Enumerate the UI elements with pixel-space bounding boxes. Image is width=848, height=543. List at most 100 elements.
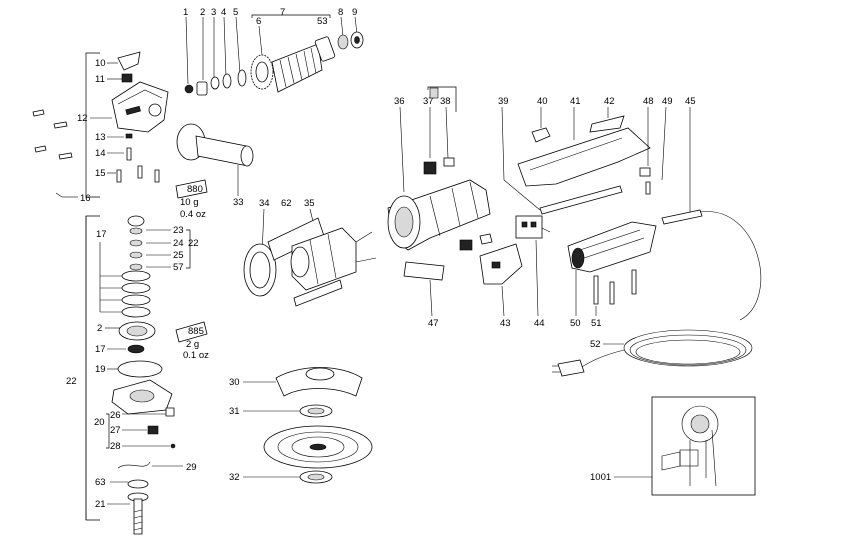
callout-63: 63 — [95, 477, 106, 488]
callout-40: 40 — [537, 96, 548, 107]
detail-1001-group: 1001 — [590, 396, 756, 496]
screw-15c — [154, 169, 160, 183]
armature-group: 1 2 3 4 5 6 7 53 8 9 — [183, 7, 364, 96]
rear-cap-group: 45 50 51 52 — [552, 96, 762, 377]
callout-24: 24 — [173, 238, 184, 249]
screw-a — [32, 109, 45, 117]
callout-28: 28 — [110, 441, 121, 452]
callout-17b: 17 — [95, 344, 106, 355]
callout-19: 19 — [95, 364, 106, 375]
guard-group: 30 31 32 — [229, 367, 373, 484]
nut-1 — [184, 84, 194, 94]
washer-57 — [129, 263, 143, 271]
callout-47: 47 — [428, 318, 439, 329]
power-cable — [699, 211, 762, 321]
washer-3 — [210, 76, 220, 90]
callout-8: 8 — [338, 7, 343, 18]
armature-7 — [271, 43, 323, 93]
callout-45: 45 — [685, 96, 696, 107]
spindle-21 — [133, 498, 143, 535]
washer-25 — [129, 251, 143, 259]
flange-stack-group: 17 23 24 22 25 57 2 885 2 g 0.1 oz 1 — [66, 215, 209, 535]
stator-group: 34 62 35 — [243, 198, 377, 307]
commutator-53 — [314, 36, 336, 62]
washer-24 — [129, 239, 143, 247]
stator-35 — [291, 227, 357, 291]
callout-15: 15 — [95, 168, 106, 179]
screw-c — [34, 145, 47, 153]
callout-22a: 22 — [188, 238, 199, 249]
callout-25: 25 — [173, 250, 184, 261]
callout-42: 42 — [604, 96, 615, 107]
screw-d — [58, 152, 73, 160]
rear-cover-50 — [567, 221, 657, 273]
callout-4: 4 — [221, 7, 226, 18]
screw-15a — [116, 169, 122, 183]
electronics-48 — [479, 243, 523, 285]
connector-b — [479, 233, 493, 245]
disc-d — [121, 306, 151, 318]
switch-rod-39 — [539, 185, 623, 215]
screw-b — [53, 121, 68, 129]
label-42 — [589, 115, 625, 133]
callout-12: 12 — [77, 113, 88, 124]
disc-b — [121, 282, 151, 294]
nut-top — [127, 215, 145, 227]
callout-52: 52 — [590, 339, 601, 350]
callout-1: 1 — [183, 7, 188, 18]
screw-15b — [137, 165, 143, 179]
callout-9: 9 — [352, 7, 357, 18]
callout-7: 7 — [280, 7, 285, 18]
callout-33: 33 — [233, 197, 244, 208]
callout-34: 34 — [259, 198, 270, 209]
washer-63 — [127, 479, 149, 489]
grease-tube-880 — [175, 179, 208, 199]
part-26 — [165, 407, 175, 417]
oring-19 — [117, 360, 163, 378]
callout-3: 3 — [211, 7, 216, 18]
lock-button-40 — [531, 127, 551, 143]
callout-31: 31 — [229, 406, 240, 417]
clip-43 — [639, 167, 651, 177]
tube-label-880: 880 — [187, 184, 203, 195]
callout-49: 44 — [534, 318, 545, 329]
callout-44: 49 — [662, 96, 673, 107]
washer-4 — [222, 73, 232, 89]
callout-38: 38 — [440, 96, 451, 107]
callout-5: 5 — [233, 7, 238, 18]
motor-housing-group: 36 37 38 47 — [387, 86, 491, 329]
callout-26: 26 — [110, 410, 121, 421]
screw-62b — [293, 279, 343, 307]
callout-17a: 17 — [96, 229, 107, 240]
callout-37: 37 — [423, 96, 434, 107]
callout-32: 32 — [229, 472, 240, 483]
callout-35: 35 — [304, 198, 315, 209]
pin-14 — [126, 147, 132, 161]
callout-2: 2 — [200, 7, 205, 18]
screw-51a — [593, 275, 599, 305]
tube-label-885: 885 — [188, 326, 204, 337]
callout-20: 20 — [94, 417, 105, 428]
callout-16: 16 — [80, 193, 91, 204]
gear-hub — [255, 61, 269, 83]
callout-50: 50 — [570, 318, 581, 329]
brush-holder-37 — [429, 87, 439, 99]
callout-23: 23 — [173, 225, 184, 236]
callout-29: 29 — [186, 462, 197, 473]
spring-11 — [121, 73, 133, 83]
callout-2b: 2 — [97, 323, 102, 334]
bearing-2 — [196, 81, 208, 96]
callout-10: 10 — [95, 58, 106, 69]
callout-22b: 22 — [66, 376, 77, 387]
cable-sleeve — [661, 209, 703, 225]
gearhead-group: 10 11 12 13 14 15 16 880 — [32, 51, 254, 220]
part-27 — [147, 425, 159, 435]
disc-a — [121, 270, 151, 282]
switch-49 — [515, 215, 543, 239]
washer-23 — [129, 227, 143, 235]
side-handle-33 — [195, 135, 249, 167]
switch-group: 39 40 41 42 48 49 44 43 — [459, 96, 673, 329]
callout-14: 14 — [95, 148, 106, 159]
